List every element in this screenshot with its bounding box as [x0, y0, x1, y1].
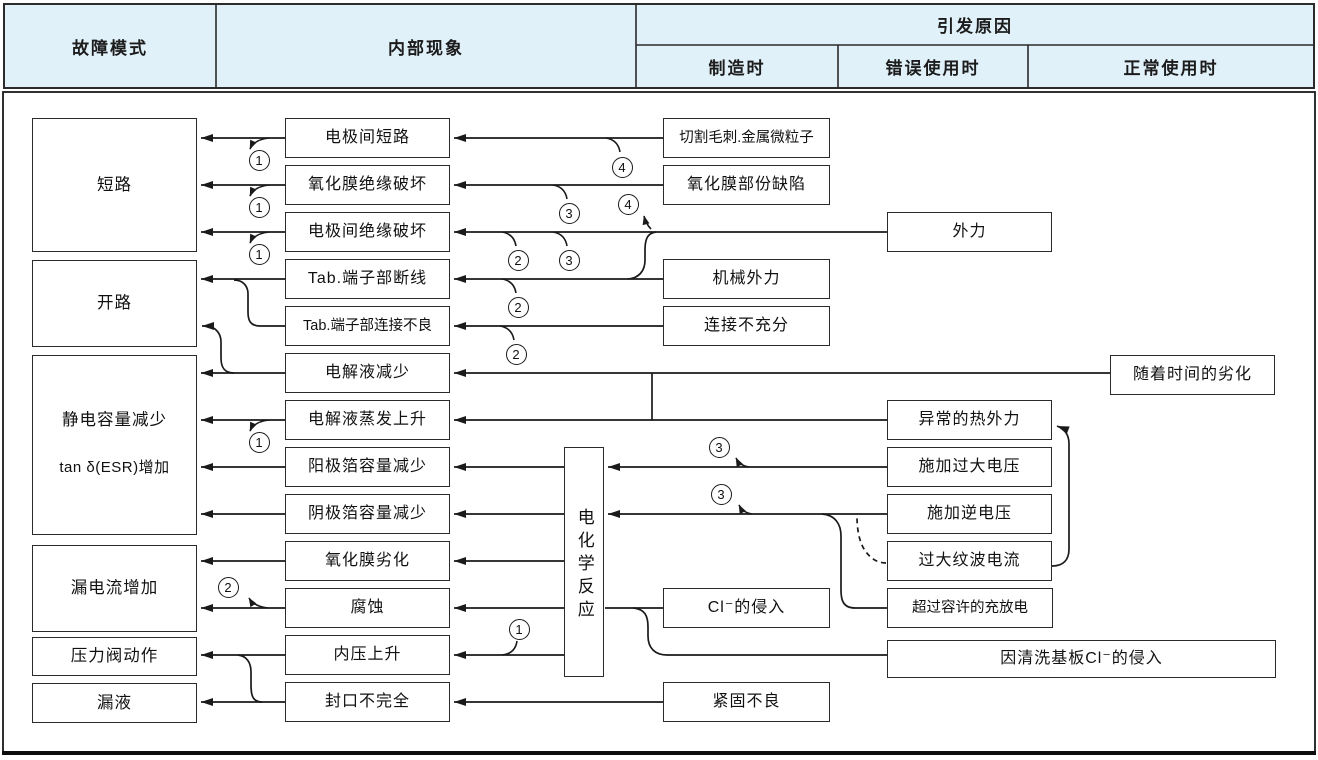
failure-capacitance-decrease-label: 静电容量减少	[62, 411, 167, 429]
header-cause: 引发原因	[937, 17, 1013, 36]
marker-circle-3: 3	[710, 483, 732, 505]
phenomenon-electrochemical-reaction: 电化学反应	[564, 447, 604, 677]
phenomenon-electrolyte-evaporation-rise: 电解液蒸发上升	[285, 400, 450, 440]
cause-to-phenomena-arrows	[454, 134, 1110, 706]
marker-circle-3: 3	[558, 249, 580, 271]
cause-insufficient-connection: 连接不充分	[663, 306, 830, 346]
marker-circle-2: 2	[507, 296, 529, 318]
phenomenon-tab-terminal-poor-connection: Tab.端子部连接不良	[285, 306, 450, 346]
marker-circle-3: 3	[558, 202, 580, 224]
marker-circle-4: 4	[617, 193, 639, 215]
cause-external-force: 外力	[887, 212, 1052, 252]
marker-circle-4: 4	[611, 156, 633, 178]
cause-poor-fastening: 紧固不良	[663, 682, 830, 722]
header-cause-misuse: 错误使用时	[885, 59, 981, 78]
cause-charge-discharge-over-limit: 超过容许的充放电	[887, 588, 1053, 628]
cause-deterioration-over-time: 随着时间的劣化	[1110, 355, 1275, 395]
header-table	[3, 3, 1315, 89]
failure-short-circuit: 短路	[32, 118, 197, 252]
phenomenon-oxide-film-insulation-breakdown: 氧化膜绝缘破坏	[285, 165, 450, 205]
failure-open-circuit: 开路	[32, 260, 197, 347]
cause-mechanical-force: 机械外力	[663, 259, 830, 299]
phenomenon-incomplete-sealing: 封口不完全	[285, 682, 450, 722]
marker-circle-2: 2	[505, 343, 527, 365]
failure-pressure-valve-operation: 压力阀动作	[32, 637, 197, 676]
marker-circle-1: 1	[248, 149, 270, 171]
failure-leakage-current-increase: 漏电流增加	[32, 545, 197, 632]
phenomenon-electrolyte-decrease: 电解液减少	[285, 353, 450, 393]
marker-circle-2: 2	[217, 576, 239, 598]
cause-excessive-ripple-current: 过大纹波电流	[887, 541, 1052, 581]
header-internal-phenomenon: 内部现象	[388, 38, 464, 58]
marker-circle-1: 1	[248, 243, 270, 265]
marker-circle-1: 1	[508, 618, 530, 640]
marker-circle-1: 1	[248, 431, 270, 453]
phenomenon-anode-foil-capacity-decrease: 阳极箔容量减少	[285, 447, 450, 487]
hook-curves	[248, 137, 753, 656]
cause-cl-ion-intrusion: Cl⁻的侵入	[663, 588, 830, 628]
cause-abnormal-thermal-force: 异常的热外力	[887, 400, 1052, 440]
cause-reverse-voltage: 施加逆电压	[887, 494, 1052, 534]
marker-circle-3: 3	[708, 436, 730, 458]
phenomenon-tab-terminal-wire-break: Tab.端子部断线	[285, 259, 450, 299]
failure-capacitance-decrease: 静电容量减少 tan δ(ESR)增加	[32, 355, 197, 535]
marker-circle-1: 1	[248, 196, 270, 218]
header-failure-mode: 故障模式	[72, 38, 148, 58]
header-cause-normal: 正常使用时	[1123, 59, 1219, 78]
cause-excessive-voltage: 施加过大电压	[887, 447, 1052, 487]
phenomena-to-failure-arrows	[201, 134, 285, 706]
marker-circle-2: 2	[507, 249, 529, 271]
phenomenon-electrode-short: 电极间短路	[285, 118, 450, 158]
phenomenon-inter-electrode-insulation-breakdown: 电极间绝缘破坏	[285, 212, 450, 252]
cause-cutting-burr-metal-particles: 切割毛刺.金属微粒子	[663, 118, 830, 158]
phenomenon-internal-pressure-rise: 内压上升	[285, 635, 450, 675]
failure-tan-delta-increase-label: tan δ(ESR)增加	[59, 459, 170, 476]
cause-cl-intrusion-from-board-cleaning: 因清洗基板Cl⁻的侵入	[887, 640, 1276, 678]
header-cause-manufacturing: 制造时	[708, 59, 766, 78]
phenomenon-cathode-foil-capacity-decrease: 阴极箔容量减少	[285, 494, 450, 534]
failure-liquid-leakage: 漏液	[32, 683, 197, 723]
phenomenon-corrosion: 腐蚀	[285, 588, 450, 628]
phenomenon-oxide-film-degradation: 氧化膜劣化	[285, 541, 450, 581]
cause-oxide-film-partial-defect: 氧化膜部份缺陷	[663, 165, 830, 205]
